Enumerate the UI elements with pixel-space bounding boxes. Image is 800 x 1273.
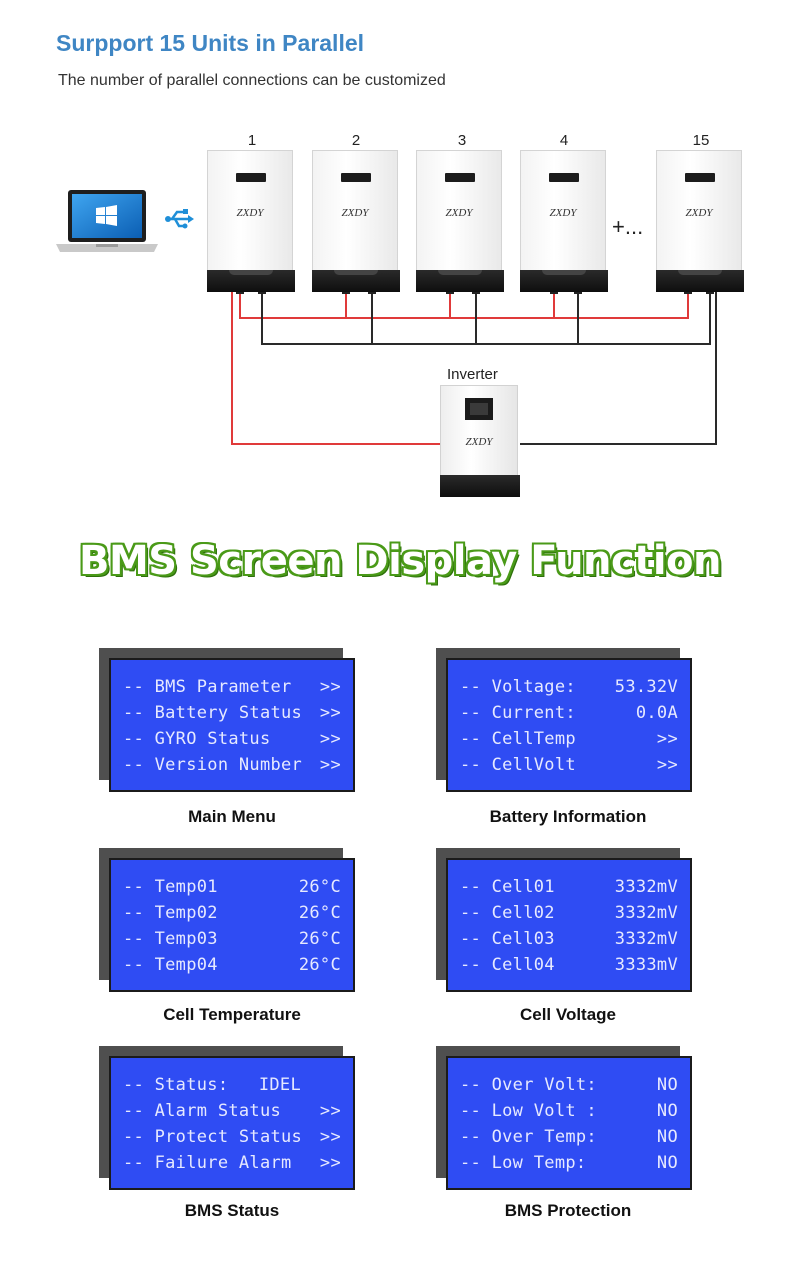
battery-unit-1: ZXDY — [207, 150, 295, 292]
lcd-row: -- Over Temp:NO — [460, 1127, 678, 1147]
unit-number-2: 2 — [351, 132, 361, 149]
more-units-ellipsis: +... — [612, 214, 644, 239]
lcd-row: -- Voltage:53.32V — [460, 677, 678, 697]
positive-bus-wires — [231, 292, 689, 445]
lcd-panel-bms-protection: -- Over Volt:NO -- Low Volt :NO -- Over … — [436, 1046, 692, 1196]
battery-unit-2: ZXDY — [312, 150, 400, 292]
inverter-display — [465, 398, 493, 420]
panel-caption-cell-voltage: Cell Voltage — [519, 1005, 617, 1024]
unit-base — [416, 270, 504, 292]
lcd-row: -- Version Number>> — [123, 755, 341, 775]
panel-caption-bms-status: BMS Status — [184, 1201, 280, 1220]
lcd-row: -- Alarm Status>> — [123, 1101, 341, 1121]
panel-caption-bms-protection: BMS Protection — [504, 1201, 632, 1220]
unit-base — [312, 270, 400, 292]
lcd-screen: -- Status:IDEL -- Alarm Status>> -- Prot… — [109, 1056, 355, 1190]
unit-display — [236, 173, 266, 182]
lcd-panel-bms-status: -- Status:IDEL -- Alarm Status>> -- Prot… — [99, 1046, 355, 1196]
unit-brand: ZXDY — [685, 207, 713, 219]
unit-brand: ZXDY — [341, 207, 369, 219]
panel-caption-cell-temperature: Cell Temperature — [163, 1005, 301, 1024]
battery-unit-3: ZXDY — [416, 150, 504, 292]
page-subtitle: The number of parallel connections can b… — [58, 72, 446, 89]
lcd-row: -- BMS Parameter>> — [123, 677, 341, 697]
unit-brand: ZXDY — [445, 207, 473, 219]
lcd-screen: -- BMS Parameter>> -- Battery Status>> -… — [109, 658, 355, 792]
lcd-row: -- Protect Status>> — [123, 1127, 341, 1147]
lcd-row: -- Low Volt :NO — [460, 1101, 678, 1121]
lcd-row: -- Low Temp:NO — [460, 1153, 678, 1173]
battery-unit-15: ZXDY — [656, 150, 744, 292]
unit-display — [445, 173, 475, 182]
panel-caption-main-menu: Main Menu — [188, 807, 276, 826]
battery-unit-4: ZXDY — [520, 150, 608, 292]
unit-base — [520, 270, 608, 292]
unit-display — [685, 173, 715, 182]
panel-caption-battery-information: Battery Information — [489, 807, 647, 826]
usb-icon — [165, 209, 194, 229]
lcd-row: -- Current:0.0A — [460, 703, 678, 723]
unit-number-15: 15 — [692, 132, 710, 149]
lcd-row: -- CellVolt>> — [460, 755, 678, 775]
unit-base — [656, 270, 744, 292]
lcd-panel-battery-information: -- Voltage:53.32V -- Current:0.0A -- Cel… — [436, 648, 692, 798]
lcd-panel-main-menu: -- BMS Parameter>> -- Battery Status>> -… — [99, 648, 355, 798]
unit-display — [341, 173, 371, 182]
lcd-screen: -- Over Volt:NO -- Low Volt :NO -- Over … — [446, 1056, 692, 1190]
unit-number-4: 4 — [559, 132, 569, 149]
lcd-row: -- Battery Status>> — [123, 703, 341, 723]
unit-brand: ZXDY — [549, 207, 577, 219]
lcd-row: -- Failure Alarm>> — [123, 1153, 341, 1173]
lcd-row: -- Over Volt:NO — [460, 1075, 678, 1095]
inverter-base — [440, 475, 520, 497]
negative-bus-wires — [261, 292, 717, 445]
unit-brand: ZXDY — [236, 207, 264, 219]
unit-base — [207, 270, 295, 292]
lcd-row: -- Status:IDEL — [123, 1075, 301, 1095]
inverter-label: Inverter — [447, 366, 498, 383]
section-heading: BMS Screen Display Function — [78, 538, 722, 584]
laptop-windows-icon — [56, 190, 158, 252]
unit-number-1: 1 — [247, 132, 257, 149]
unit-number-3: 3 — [457, 132, 467, 149]
lcd-row: -- GYRO Status>> — [123, 729, 341, 749]
page-title: Surpport 15 Units in Parallel — [56, 30, 365, 56]
parallel-wiring-diagram — [231, 290, 717, 445]
inverter-brand: ZXDY — [465, 436, 493, 448]
unit-display — [549, 173, 579, 182]
lcd-screen: -- Voltage:53.32V -- Current:0.0A -- Cel… — [446, 658, 692, 792]
inverter-unit: ZXDY — [440, 385, 520, 497]
lcd-row: -- CellTemp>> — [460, 729, 678, 749]
